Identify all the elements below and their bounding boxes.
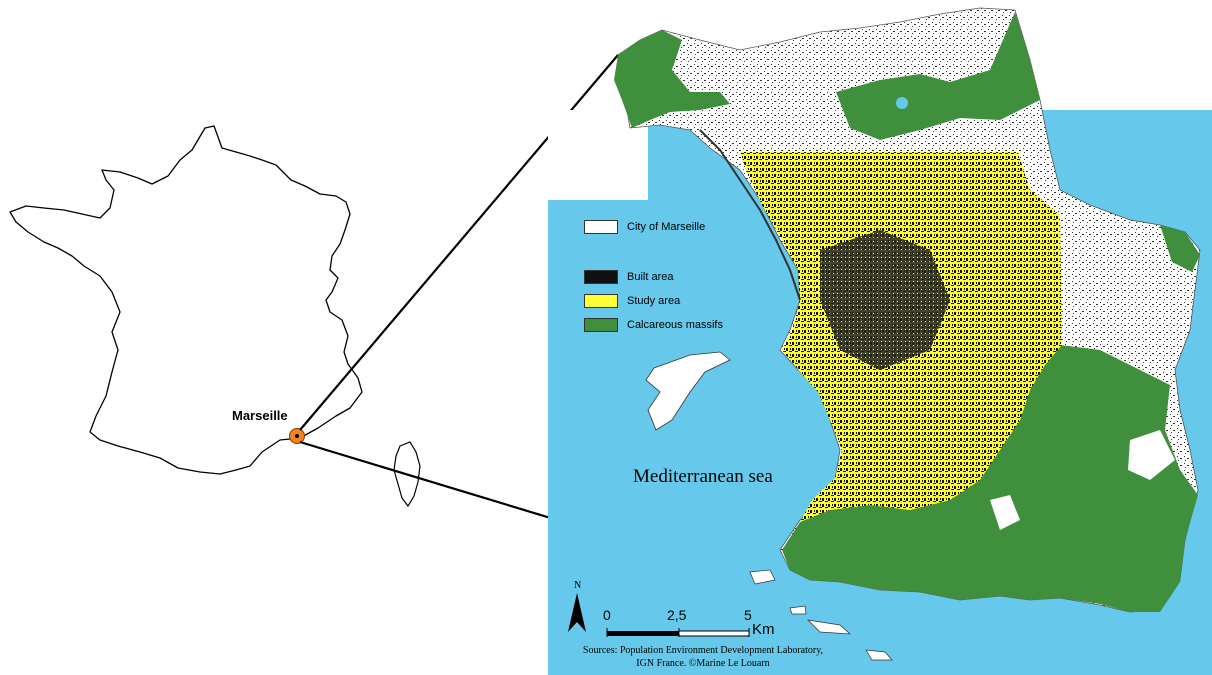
- legend-label: Study area: [627, 295, 681, 307]
- legend-swatch-built: [584, 270, 618, 284]
- massif-south: [782, 345, 1198, 612]
- france-outline: [9, 125, 363, 475]
- north-letter: N: [574, 580, 582, 591]
- north-arrow-icon: [568, 593, 586, 632]
- legend-swatch-massifs: [584, 318, 618, 332]
- legend-label: Built area: [627, 271, 674, 283]
- massif-north-west: [614, 30, 730, 128]
- sources-line-1: Sources: Population Environment Developm…: [582, 645, 824, 656]
- legend-item-study: Study area: [584, 294, 680, 308]
- island-south-1: [749, 569, 776, 585]
- frioul-islands: [645, 351, 731, 431]
- legend-item-massifs: Calcareous massifs: [584, 318, 723, 332]
- scale-bar: [606, 628, 750, 637]
- massif-north-east: [836, 12, 1040, 140]
- legend-item-city: City of Marseille: [584, 220, 705, 234]
- sea-label: Mediterranean sea: [633, 466, 773, 487]
- legend-label: Calcareous massifs: [627, 319, 723, 331]
- scale-unit: Km: [752, 621, 775, 638]
- legend-item-built: Built area: [584, 270, 673, 284]
- sources-line-2: IGN France. ©Marine Le Louarn: [636, 658, 770, 669]
- scale-tick-0: 0: [603, 607, 611, 623]
- legend-label: City of Marseille: [627, 221, 706, 233]
- legend-swatch-study: [584, 294, 618, 308]
- dense-built-core: [820, 230, 950, 370]
- island-south-2: [806, 619, 851, 635]
- marseille-label: Marseille: [232, 408, 288, 423]
- legend-swatch-city: [584, 220, 618, 234]
- island-south-4: [789, 605, 807, 615]
- sources-credit: Sources: Population Environment Developm…: [548, 644, 858, 670]
- scale-tick-5: 5: [744, 607, 752, 623]
- island-south-3: [865, 649, 893, 661]
- massif-east-small: [1160, 225, 1200, 272]
- scale-tick-2-5: 2,5: [667, 607, 687, 623]
- port-breakwater: [699, 129, 801, 301]
